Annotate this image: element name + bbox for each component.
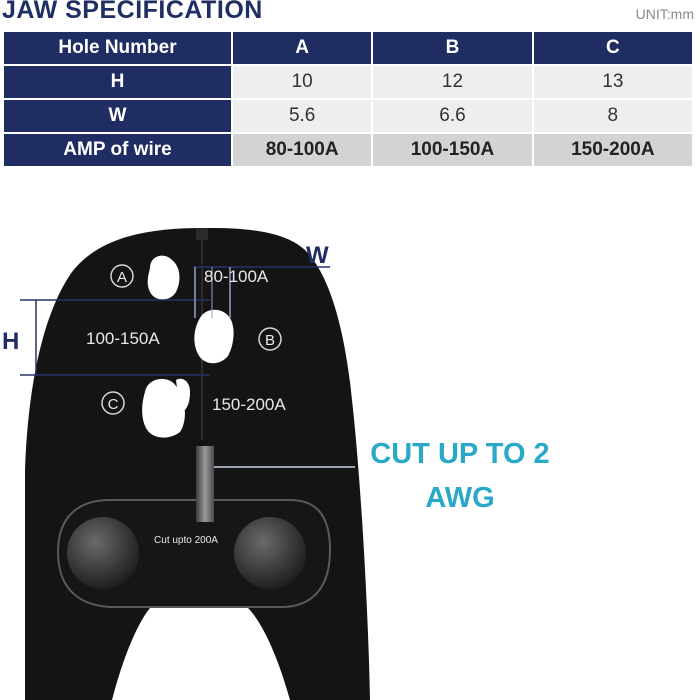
marker-b-circle [258,327,282,351]
cut-capacity-callout: CUT UP TO 2 AWG [340,432,580,520]
pivot-plate-text: Cut upto 200A [154,535,218,546]
table-header-row: Hole Number A B C [4,32,692,64]
pivot-bolt-left [67,517,139,589]
table-cell: 10 [233,66,372,98]
table-cell: 5.6 [233,100,372,132]
table-cell: 8 [533,100,692,132]
marker-a-circle [110,264,134,288]
table-row: W 5.6 6.6 8 [4,100,692,132]
row-header: H [4,66,231,98]
crimper-jaw-diagram: A B C 80-100A 100-150A 150-200A W H Cut … [2,228,370,700]
page-title: JAW SPECIFICATION [2,0,263,24]
table-cell: 100-150A [373,134,532,166]
cut-capacity-line1: CUT UP TO 2 [370,438,550,470]
cutting-blade [196,446,214,522]
table-cell: 12 [373,66,532,98]
marker-a-letter: A [117,269,127,286]
column-header: Hole Number [4,32,231,64]
marker-c-letter: C [108,396,119,413]
row-header: W [4,100,231,132]
table-row: H 10 12 13 [4,66,692,98]
h-dimension-label: H [2,328,19,355]
marker-b-letter: B [265,332,275,349]
table-row: AMP of wire 80-100A 100-150A 150-200A [4,134,692,166]
marker-c-circle [101,391,125,415]
table-cell: 6.6 [373,100,532,132]
unit-label: UNIT:mm [635,6,694,22]
row-header: AMP of wire [4,134,231,166]
hole-c-rating: 150-200A [212,395,286,414]
crimp-hole-c-right [176,378,190,412]
table-cell: 13 [533,66,692,98]
column-header: B [373,32,532,64]
cut-capacity-line2: AWG [425,482,495,514]
crimp-hole-a [147,255,180,300]
table-cell: 80-100A [233,134,372,166]
crimp-hole-c [142,378,185,438]
w-dimension-label: W [306,242,329,269]
jaw-top-notch [196,228,208,240]
column-header: A [233,32,372,64]
pivot-bolt-right [234,517,306,589]
crimp-hole-b [194,309,234,364]
column-header: C [533,32,692,64]
hole-b-rating: 100-150A [86,329,160,348]
hole-a-rating: 80-100A [204,267,269,286]
jaw-spec-table: Hole Number A B C H 10 12 13 W 5.6 6.6 8… [2,30,694,168]
table-cell: 150-200A [533,134,692,166]
